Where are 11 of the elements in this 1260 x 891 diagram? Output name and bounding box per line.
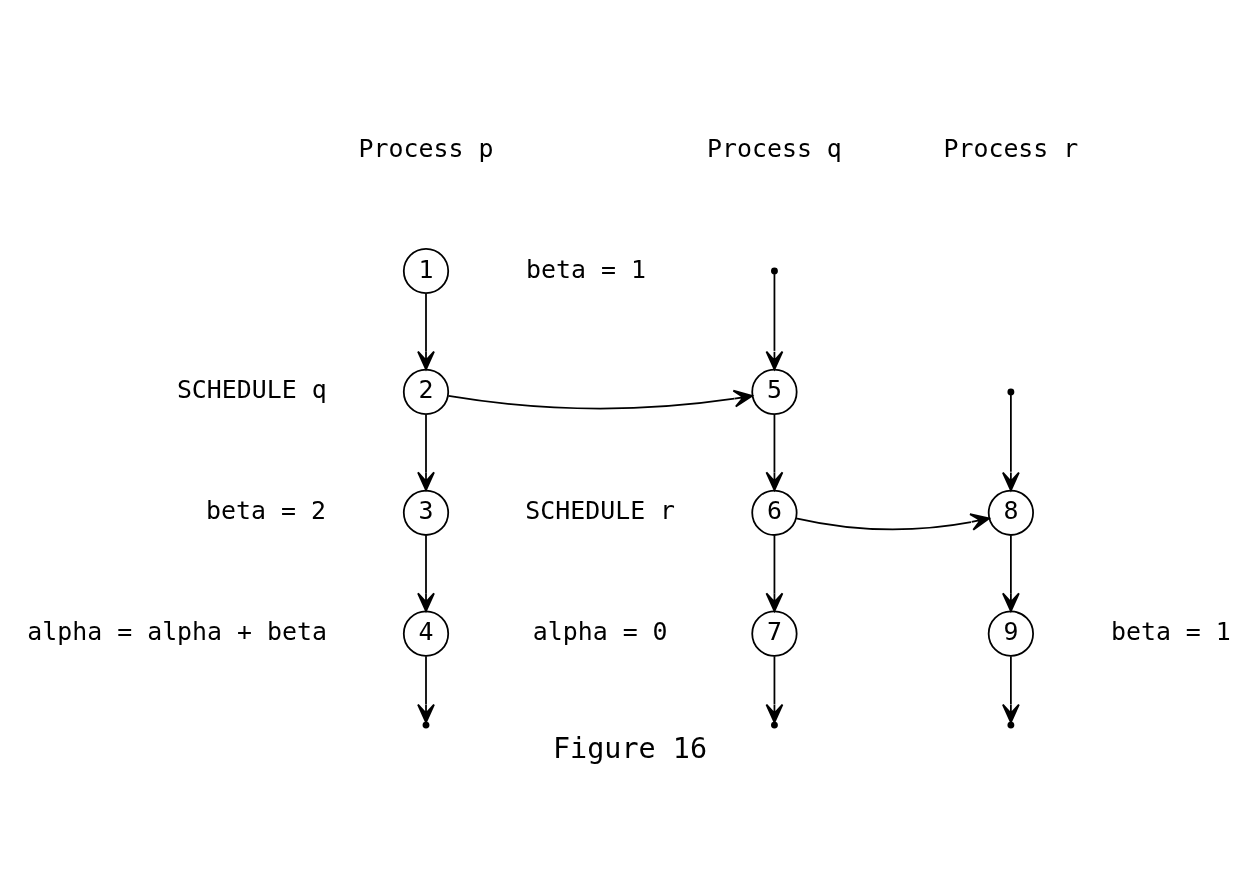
- node-label: SCHEDULE r: [525, 495, 676, 525]
- node-label: alpha = 0: [532, 616, 668, 646]
- label: Process q: [707, 133, 842, 163]
- node-label: beta = 1: [1110, 616, 1231, 646]
- node-label: beta = 2: [206, 495, 326, 525]
- node-label: alpha = alpha + beta: [27, 616, 327, 646]
- node-label: beta = 1: [526, 254, 646, 284]
- caption: Figure 16: [552, 731, 708, 765]
- label: Process r: [943, 133, 1079, 163]
- label: Process p: [358, 133, 494, 163]
- node-label: SCHEDULE q: [176, 374, 327, 404]
